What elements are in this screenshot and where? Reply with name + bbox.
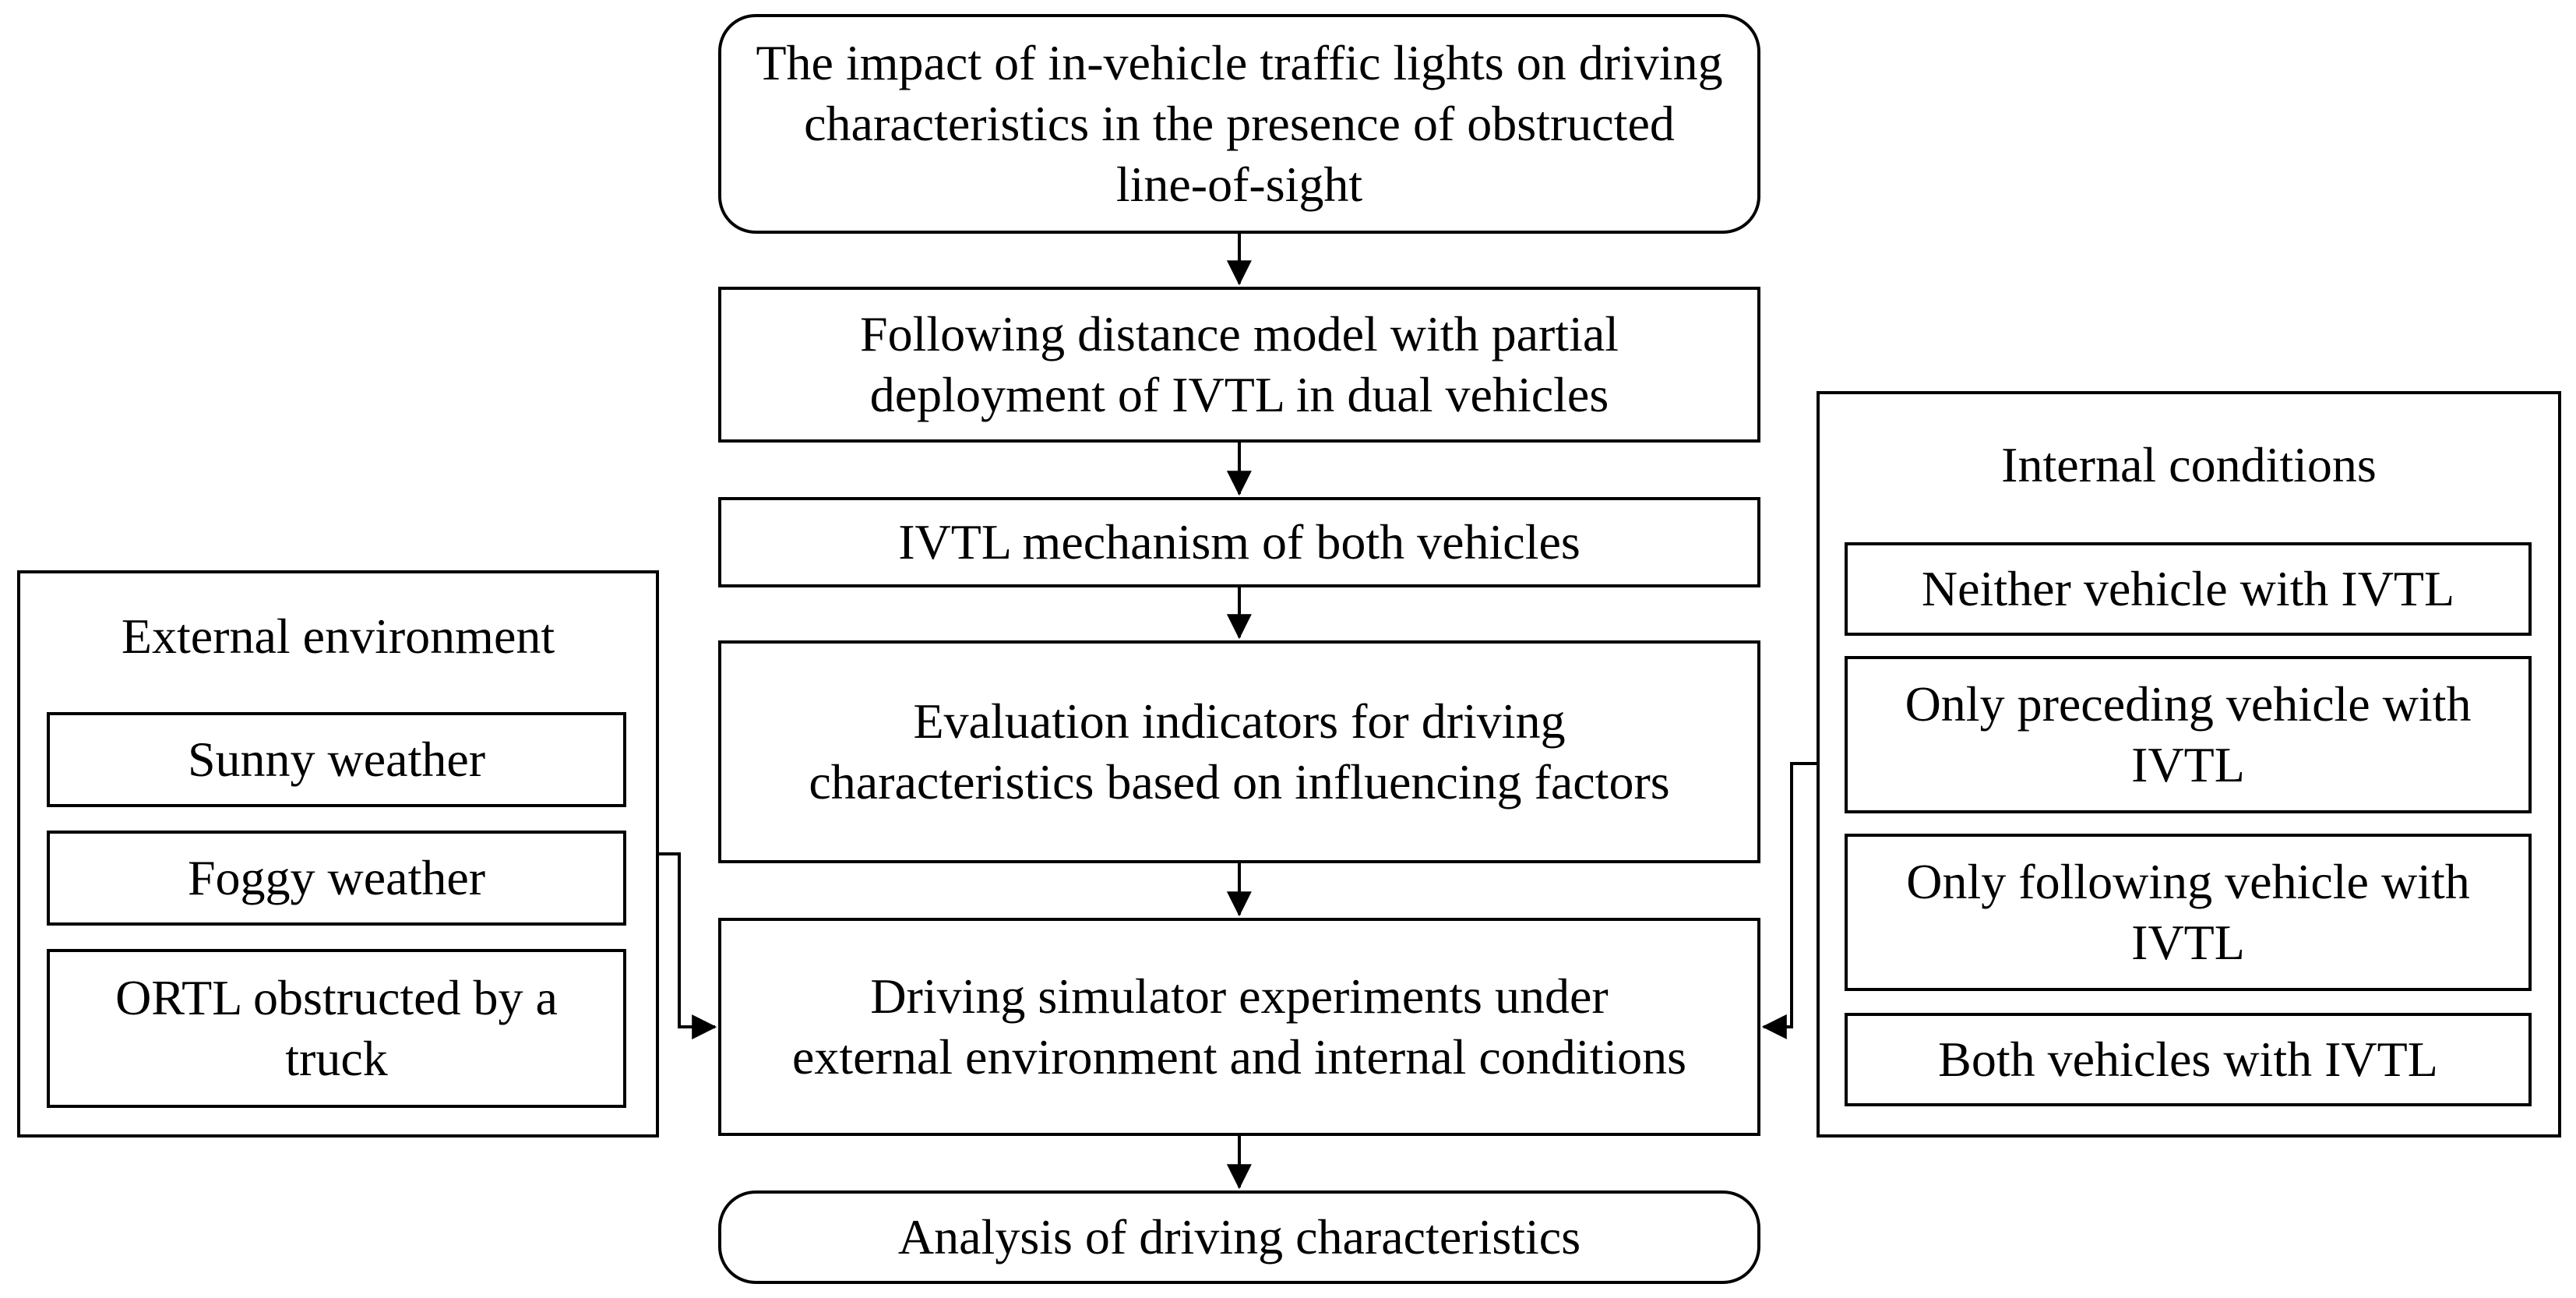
internal-item-label: Both vehicles with IVTL: [1938, 1032, 2438, 1087]
external-item-sunny: Sunny weather: [47, 712, 626, 807]
external-item-label: Foggy weather: [187, 850, 486, 905]
internal-item-label: Only preceding vehicle with IVTL: [1905, 676, 2472, 792]
external-environment-title: External environment: [121, 608, 555, 664]
internal-item-neither: Neither vehicle with IVTL: [1845, 542, 2532, 636]
model-node: Following distance model with partial de…: [718, 287, 1760, 443]
analysis-label: Analysis of driving characteristics: [897, 1209, 1581, 1264]
external-item-label: ORTL obstructed by a truck: [115, 970, 558, 1086]
external-item-label: Sunny weather: [187, 732, 486, 787]
arrow-external-to-experiments: [659, 852, 717, 1040]
external-item-foggy: Foggy weather: [47, 831, 626, 926]
internal-item-preceding: Only preceding vehicle with IVTL: [1845, 656, 2532, 813]
mechanism-node: IVTL mechanism of both vehicles: [718, 497, 1760, 587]
internal-conditions-title: Internal conditions: [2001, 437, 2377, 492]
indicators-label: Evaluation indicators for driving charac…: [809, 693, 1670, 809]
indicators-node: Evaluation indicators for driving charac…: [718, 640, 1760, 863]
experiments-label: Driving simulator experiments under exte…: [791, 968, 1687, 1085]
experiments-node: Driving simulator experiments under exte…: [718, 918, 1760, 1136]
topic-node: The impact of in-vehicle traffic lights …: [718, 14, 1760, 234]
arrow-internal-to-experiments: [1761, 762, 1817, 1039]
topic-label: The impact of in-vehicle traffic lights …: [756, 35, 1723, 212]
external-item-truck: ORTL obstructed by a truck: [47, 949, 626, 1108]
internal-item-label: Only following vehicle with IVTL: [1906, 854, 2470, 970]
internal-item-label: Neither vehicle with IVTL: [1921, 561, 2455, 616]
model-label: Following distance model with partial de…: [859, 306, 1619, 422]
analysis-node: Analysis of driving characteristics: [718, 1190, 1760, 1284]
mechanism-label: IVTL mechanism of both vehicles: [898, 514, 1580, 570]
internal-item-following: Only following vehicle with IVTL: [1845, 834, 2532, 991]
internal-item-both: Both vehicles with IVTL: [1845, 1013, 2532, 1106]
